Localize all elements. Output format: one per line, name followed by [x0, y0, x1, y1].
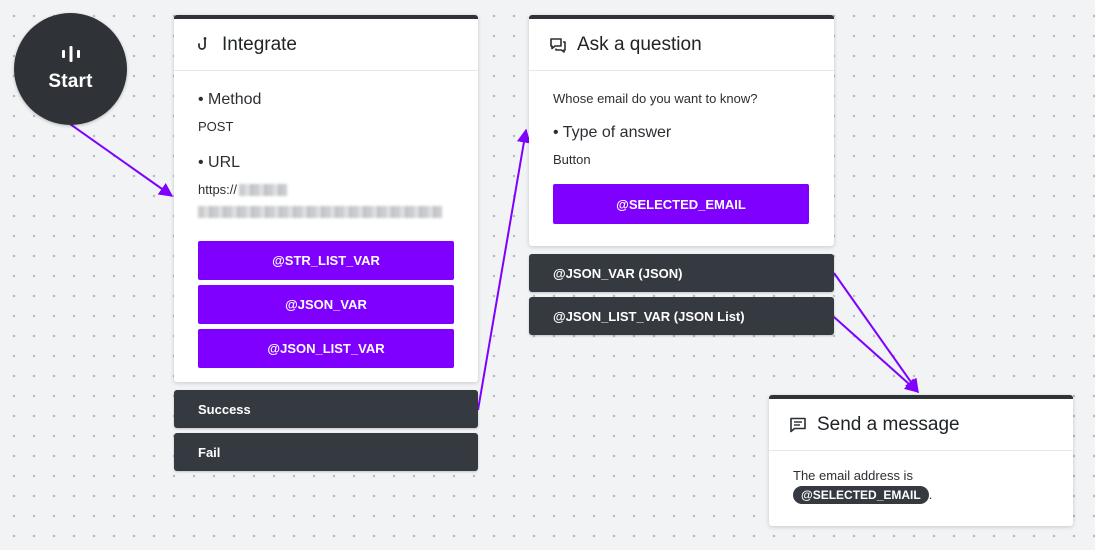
integration-hook-icon	[198, 36, 207, 50]
send-message-card-header: Send a message	[769, 399, 1073, 451]
send-message-card[interactable]: Send a message The email address is @SEL…	[769, 395, 1073, 526]
integrate-card-header: Integrate	[174, 19, 478, 71]
connector-json-var-to-message	[833, 272, 919, 394]
json-var-output[interactable]: @JSON_VAR (JSON)	[529, 254, 834, 292]
str-list-var-button[interactable]: @STR_LIST_VAR	[198, 241, 454, 280]
integrate-card[interactable]: Integrate • Method POST • URL https:// @…	[174, 15, 478, 382]
selected-email-variable-pill: @SELECTED_EMAIL	[793, 486, 929, 504]
message-text: The email address is	[793, 468, 913, 483]
ask-question-card[interactable]: Ask a question Whose email do you want t…	[529, 15, 834, 246]
method-field-value: POST	[198, 119, 234, 134]
connector-success-to-question	[477, 128, 531, 411]
integrate-card-body: • Method POST • URL https:// @STR_LIST_V…	[174, 91, 478, 368]
method-field-title: • Method	[198, 91, 262, 108]
integrate-variable-buttons: @STR_LIST_VAR @JSON_VAR @JSON_LIST_VAR	[198, 241, 454, 368]
selected-email-button[interactable]: @SELECTED_EMAIL	[553, 184, 809, 224]
bar-chart-icon	[61, 46, 80, 62]
answer-type-value: Button	[553, 152, 591, 167]
chat-bubbles-icon	[550, 37, 566, 53]
connector-start-to-integrate	[69, 123, 174, 197]
ask-question-card-body: Whose email do you want to know? • Type …	[529, 91, 834, 224]
json-var-button[interactable]: @JSON_VAR	[198, 285, 454, 324]
json-list-var-button[interactable]: @JSON_LIST_VAR	[198, 329, 454, 368]
start-label: Start	[48, 71, 93, 92]
start-node[interactable]: Start	[14, 13, 127, 125]
send-message-card-body: The email address is @SELECTED_EMAIL.	[769, 451, 1073, 504]
send-message-title: Send a message	[817, 413, 960, 435]
fail-output[interactable]: Fail	[174, 433, 478, 471]
answer-type-title: • Type of answer	[553, 124, 672, 141]
question-prompt: Whose email do you want to know?	[553, 91, 758, 106]
message-trailing: .	[928, 487, 933, 502]
ask-question-title: Ask a question	[577, 33, 702, 55]
redacted-url-line	[198, 205, 454, 223]
ask-question-card-header: Ask a question	[529, 19, 834, 71]
message-variable-line: @SELECTED_EMAIL.	[793, 486, 1049, 504]
json-list-var-output[interactable]: @JSON_LIST_VAR (JSON List)	[529, 297, 834, 335]
url-field-title: • URL	[198, 154, 241, 171]
url-prefix: https://	[198, 182, 238, 197]
redacted-url-line-blur	[198, 206, 442, 218]
integrate-title: Integrate	[222, 33, 297, 55]
connector-json-list-to-message	[833, 316, 920, 393]
url-field-value: https://	[198, 182, 454, 197]
message-icon	[790, 417, 806, 432]
success-output[interactable]: Success	[174, 390, 478, 428]
redacted-url-part	[239, 183, 288, 196]
